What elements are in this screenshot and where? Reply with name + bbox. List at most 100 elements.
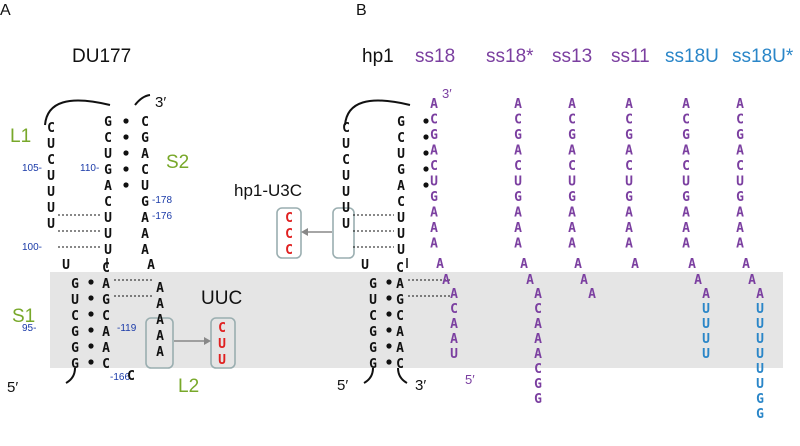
hp1-stem-nucleotide: G [397, 115, 405, 130]
ccc-mutant-nucleotide: C [285, 243, 293, 258]
strand-title-ss18U-star: ss18U* [732, 46, 794, 67]
hp1-s1-left-nucleotide: G [369, 341, 377, 356]
ss18star-nucleotide: A [534, 287, 542, 302]
du177-s1-right-nucleotide: C [102, 261, 110, 276]
construct-title-du177: DU177 [72, 46, 131, 67]
du177-3prime-nucleotide: C [127, 369, 135, 384]
hp1-l1-nucleotide: U [342, 137, 350, 152]
loop-label-l2: L2 [178, 376, 199, 397]
ss11-nucleotide: A [625, 206, 633, 221]
loop-label-l1: L1 [10, 126, 31, 147]
position-100: 100- [22, 242, 42, 253]
hp1-s1-right-nucleotide: C [396, 261, 404, 276]
position-95: 95- [22, 323, 36, 334]
hp1-stem-nucleotide: U [397, 243, 405, 258]
base-pair-dot [123, 150, 129, 156]
ss18Ustar-nucleotide: A [736, 237, 744, 252]
ccc-mutation-box [276, 207, 302, 259]
base-pair-dot [423, 166, 429, 172]
ss18-nucleotide: A [430, 237, 438, 252]
ss13-nucleotide: C [568, 159, 576, 174]
ss13-nucleotide: G [568, 190, 576, 205]
du177-s1-left-nucleotide: U [71, 293, 79, 308]
five-prime-a: 5′ [7, 379, 18, 396]
du177-l2-nucleotide: A [156, 281, 164, 296]
position-176: -176 [152, 211, 172, 222]
ss18U-nucleotide: A [682, 221, 690, 236]
ss18-nucleotide: A [436, 257, 444, 272]
ss18-nucleotide: A [450, 317, 458, 332]
construct-title-hp1: hp1 [362, 46, 394, 67]
ss18Ustar-nucleotide: C [736, 113, 744, 128]
ss18Ustar-nucleotide: U [756, 317, 764, 332]
base-pair-dot [386, 343, 392, 349]
hp1-bulge-nucleotide: U [361, 258, 369, 273]
du177-s2-partner-nucleotide: A [141, 227, 149, 242]
du177-s1-right-nucleotide: C [102, 357, 110, 372]
base-pair-dot [88, 327, 94, 333]
ss18Ustar-nucleotide: U [756, 362, 764, 377]
ss18U-nucleotide: U [702, 332, 710, 347]
du177-l1-nucleotide: U [47, 137, 55, 152]
base-pair-dots [88, 118, 429, 365]
hp1-s1-left-nucleotide: C [369, 309, 377, 324]
hp1-s1-left-nucleotide: G [369, 357, 377, 372]
base-pair-dot [123, 182, 129, 188]
du177-s1-left-nucleotide: G [71, 341, 79, 356]
hp1-s1-right-nucleotide: C [396, 309, 404, 324]
base-pair-dot [88, 295, 94, 301]
ss18-nucleotide: A [450, 332, 458, 347]
ss18U-nucleotide: C [682, 159, 690, 174]
ss18-nucleotide: A [430, 97, 438, 112]
mutation-arrow-head-b [301, 228, 308, 236]
ss18star-nucleotide: C [534, 302, 542, 317]
ss18star-nucleotide: A [514, 237, 522, 252]
du177-s1-right-nucleotide: C [102, 309, 110, 324]
hp1-stem-nucleotide: U [397, 211, 405, 226]
hp1-l1-nucleotide: U [342, 185, 350, 200]
du177-s1-left-nucleotide: G [71, 357, 79, 372]
hp1-s1-right-nucleotide: C [396, 357, 404, 372]
ss13-nucleotide: A [588, 287, 596, 302]
mutation-arrow-head-a [204, 337, 211, 345]
du177-l2-nucleotide: A [156, 297, 164, 312]
ss18U-nucleotide: A [702, 287, 710, 302]
ss11-nucleotide: A [625, 237, 633, 252]
hp1-loop-mutation-box [332, 207, 355, 259]
ss18star-nucleotide: A [514, 97, 522, 112]
ss18star-nucleotide: G [534, 377, 542, 392]
ss18Ustar-nucleotide: A [736, 221, 744, 236]
ss18Ustar-nucleotide: U [736, 175, 744, 190]
ss13-nucleotide: A [574, 257, 582, 272]
base-pair-dot [423, 118, 429, 124]
ss18star-nucleotide: A [534, 347, 542, 362]
panel-a-letter: A [0, 2, 11, 19]
ss18-nucleotide: C [450, 302, 458, 317]
ss18-nucleotide: C [430, 113, 438, 128]
ss13-nucleotide: A [568, 97, 576, 112]
du177-s2-partner-nucleotide: C [141, 163, 149, 178]
loop-l2-mutation-box [145, 317, 174, 369]
du177-s2-partner-nucleotide: A [141, 211, 149, 226]
hp1-s1-left-nucleotide: U [369, 293, 377, 308]
base-pair-dot [423, 182, 429, 188]
base-pair-dot [386, 279, 392, 285]
ss18U-nucleotide: C [682, 113, 690, 128]
ss18Ustar-nucleotide: A [756, 287, 764, 302]
ss18U-nucleotide: U [682, 175, 690, 190]
ss18U-nucleotide: A [682, 144, 690, 159]
base-pair-dot [386, 327, 392, 333]
ss18-nucleotide: A [430, 144, 438, 159]
ss18star-nucleotide: U [514, 175, 522, 190]
strand-title-ss18U: ss18U [665, 46, 719, 67]
du177-l1-nucleotide: U [47, 185, 55, 200]
ss18star-nucleotide: A [526, 273, 534, 288]
du177-s1-right-nucleotide: A [102, 277, 110, 292]
ss18U-nucleotide: G [682, 190, 690, 205]
five-prime-b: 5′ [337, 377, 348, 394]
du177-s1-left-nucleotide: C [71, 309, 79, 324]
cuu-mutant-nucleotide: U [218, 337, 226, 352]
ss18-nucleotide: U [450, 347, 458, 362]
du177-l2-nucleotide: A [156, 329, 164, 344]
ss18-nucleotide: A [450, 287, 458, 302]
